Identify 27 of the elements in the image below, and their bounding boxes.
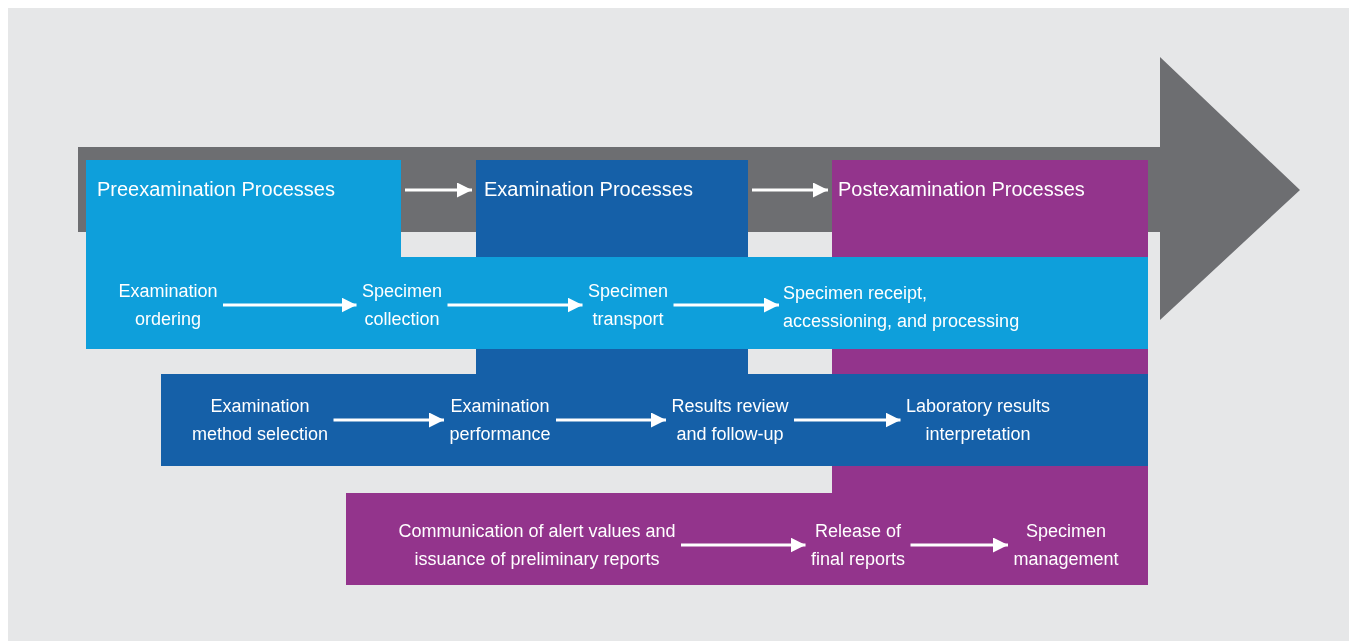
step-label: Specimen transport <box>586 277 670 333</box>
arrow <box>333 412 444 428</box>
arrow <box>673 297 779 313</box>
column-heading: Preexamination Processes <box>97 178 335 201</box>
arrow <box>910 537 1008 553</box>
arrow <box>223 297 357 313</box>
step-label: Examination performance <box>448 392 552 448</box>
process-header-box <box>86 160 401 257</box>
arrow <box>794 412 901 428</box>
step-label: Communication of alert values and issuance of preliminary reports <box>397 517 677 573</box>
process-header-box <box>832 160 1148 257</box>
step-label: Specimen management <box>1012 517 1120 573</box>
process-header-box <box>476 160 748 257</box>
step-label: Examination method selection <box>190 392 330 448</box>
step-label: Release of final reports <box>809 517 907 573</box>
step-label: Results review and follow-up <box>670 392 790 448</box>
arrow <box>405 182 472 198</box>
arrow <box>752 182 828 198</box>
step-label: Laboratory results interpretation <box>904 392 1052 448</box>
step-label: Specimen collection <box>360 277 444 333</box>
arrow <box>447 297 583 313</box>
arrow <box>681 537 806 553</box>
arrow <box>556 412 666 428</box>
column-heading: Postexamination Processes <box>838 178 1085 201</box>
step-label: Specimen receipt, accessioning, and processing <box>783 279 1022 335</box>
column-heading: Examination Processes <box>484 178 693 201</box>
step-label: Examination ordering <box>117 277 219 333</box>
